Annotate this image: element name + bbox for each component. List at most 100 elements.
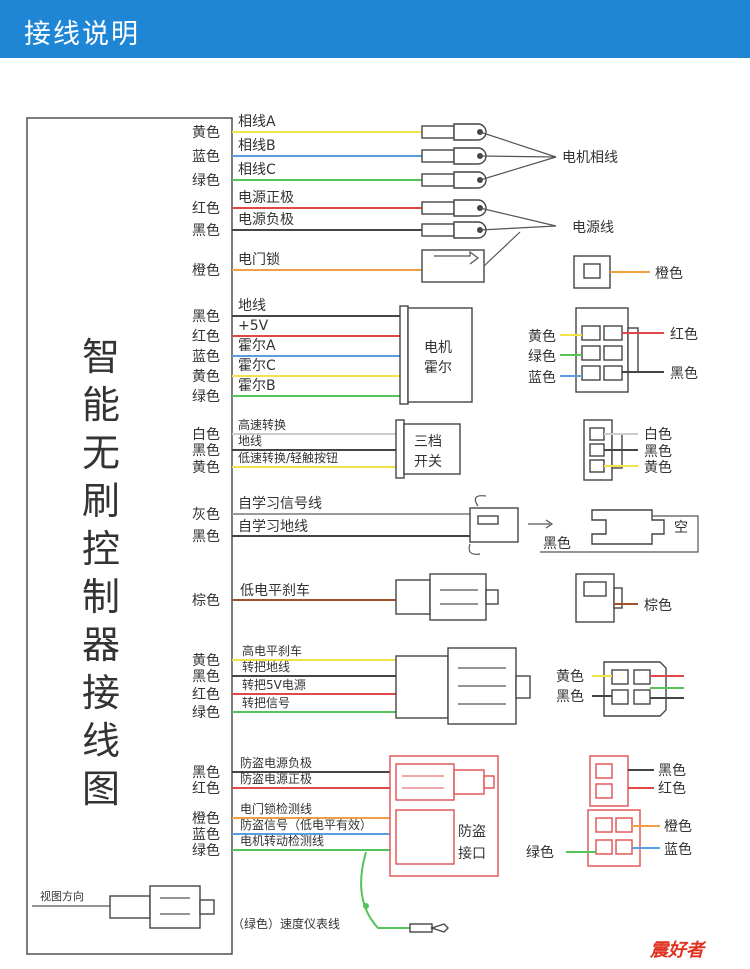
controller-title-char: 线 xyxy=(82,719,120,763)
pin-label: 黑色 xyxy=(670,365,698,382)
wire-label: 转把5V电源 xyxy=(242,677,306,692)
target-label: 电源线 xyxy=(572,220,614,236)
wire-label: 地线 xyxy=(238,434,262,448)
pin-label: 红色 xyxy=(670,326,698,343)
wire-label: 自学习地线 xyxy=(238,519,308,535)
power-terminals xyxy=(421,199,557,239)
color-label: 绿色 xyxy=(192,388,220,405)
color-label: 绿色 xyxy=(192,842,220,859)
color-label: 橙色 xyxy=(192,810,220,827)
wire-label: 电门锁检测线 xyxy=(240,801,312,816)
hall-plug-edge xyxy=(399,305,409,405)
box-text: 开关 xyxy=(414,454,442,470)
pin-label: 黑色 xyxy=(556,688,584,705)
color-label: 黑色 xyxy=(192,668,220,685)
color-label: 蓝色 xyxy=(192,826,220,843)
controller-title-char: 图 xyxy=(82,767,120,811)
pin-label: 黑色 xyxy=(543,535,571,552)
wire-label: 相线C xyxy=(238,162,276,178)
color-label: 蓝色 xyxy=(192,148,220,165)
box-text: 霍尔 xyxy=(424,360,452,376)
color-label: 蓝色 xyxy=(192,348,220,365)
color-label: 黑色 xyxy=(192,442,220,459)
color-label: 黑色 xyxy=(192,528,220,545)
pin-label: 空 xyxy=(674,520,688,536)
wire-label: 防盗信号（低电平有效） xyxy=(240,817,372,832)
pin-label: 黑色 xyxy=(644,443,672,460)
pin-label: 棕色 xyxy=(644,597,672,614)
pin-label: 橙色 xyxy=(655,265,683,282)
wire-label: 相线B xyxy=(238,138,276,154)
pin-label: 黄色 xyxy=(528,328,556,345)
color-label: 黄色 xyxy=(192,124,220,141)
learn-connector xyxy=(468,495,699,555)
color-label: 白色 xyxy=(192,426,220,443)
color-label: 黑色 xyxy=(192,222,220,239)
pin-label: 红色 xyxy=(658,780,686,797)
color-label: 红色 xyxy=(192,780,220,797)
color-label: 黄色 xyxy=(192,652,220,669)
wire-label: 电门锁 xyxy=(238,252,280,268)
box-text: 三档 xyxy=(414,434,442,450)
antitheft-connector xyxy=(360,755,641,933)
controller-title-char: 能 xyxy=(82,383,120,427)
hall-socket xyxy=(575,307,639,393)
speedometer-label: （绿色）速度仪表线 xyxy=(232,916,340,931)
color-label: 黄色 xyxy=(192,459,220,476)
box-text: 防盗 xyxy=(458,824,486,840)
pin-label: 绿色 xyxy=(528,348,556,365)
wire-label: 电机转动检测线 xyxy=(240,833,324,848)
color-label: 绿色 xyxy=(192,172,220,189)
wire-label: 霍尔A xyxy=(238,338,276,354)
gear-box xyxy=(403,423,461,475)
view-label: 视图方向 xyxy=(40,889,84,903)
wire-label: 转把信号 xyxy=(242,695,290,710)
box-text: 电机 xyxy=(424,340,452,356)
page-title: 接线说明 xyxy=(24,19,140,50)
controller-box xyxy=(26,117,233,955)
wire-label: 霍尔C xyxy=(238,358,276,374)
pin-label: 绿色 xyxy=(526,844,554,861)
color-label: 灰色 xyxy=(192,506,220,523)
pin-label: 蓝色 xyxy=(528,369,556,386)
controller-title-char: 无 xyxy=(82,431,120,475)
wire-label: 霍尔B xyxy=(238,378,276,394)
wire-label: 地线 xyxy=(238,298,266,314)
wire-label: 转把地线 xyxy=(242,659,290,674)
pin-label: 黑色 xyxy=(658,762,686,779)
header-bar: 接线说明 xyxy=(0,0,750,58)
wire-label: 高速转换 xyxy=(238,417,286,432)
pin-label: 黄色 xyxy=(644,459,672,476)
controller-title-char: 制 xyxy=(82,575,120,619)
color-label: 黄色 xyxy=(192,368,220,385)
color-label: 绿色 xyxy=(192,704,220,721)
wire-label: 防盗电源正极 xyxy=(240,771,312,786)
view-direction xyxy=(32,885,215,929)
controller-title-char: 接 xyxy=(82,671,120,715)
throttle-connector xyxy=(395,647,667,725)
watermark-text: 震好者 xyxy=(650,940,704,961)
wire-label: 自学习信号线 xyxy=(238,496,322,512)
wire-label: 电源负极 xyxy=(238,212,294,228)
color-label: 红色 xyxy=(192,328,220,345)
pin-label: 黄色 xyxy=(556,668,584,685)
wire-label: 电源正极 xyxy=(238,190,294,206)
hall-box xyxy=(407,307,473,403)
phase-terminals xyxy=(421,123,557,189)
box-text: 接口 xyxy=(458,845,486,862)
wire-label: 低速转换/轻触按钮 xyxy=(238,450,338,465)
lock-connector xyxy=(421,231,611,289)
wire-label: +5V xyxy=(238,318,269,334)
color-label: 红色 xyxy=(192,686,220,703)
wire-label: 防盗电源负极 xyxy=(240,755,312,770)
brake-low-connector xyxy=(395,573,623,623)
pin-label: 蓝色 xyxy=(664,841,692,858)
color-label: 黑色 xyxy=(192,764,220,781)
color-label: 红色 xyxy=(192,200,220,217)
color-label: 橙色 xyxy=(192,262,220,279)
controller-title-char: 刷 xyxy=(82,479,120,523)
controller-title-char: 器 xyxy=(82,623,120,667)
wire-label: 低电平刹车 xyxy=(240,582,310,599)
pin-label: 白色 xyxy=(644,426,672,443)
